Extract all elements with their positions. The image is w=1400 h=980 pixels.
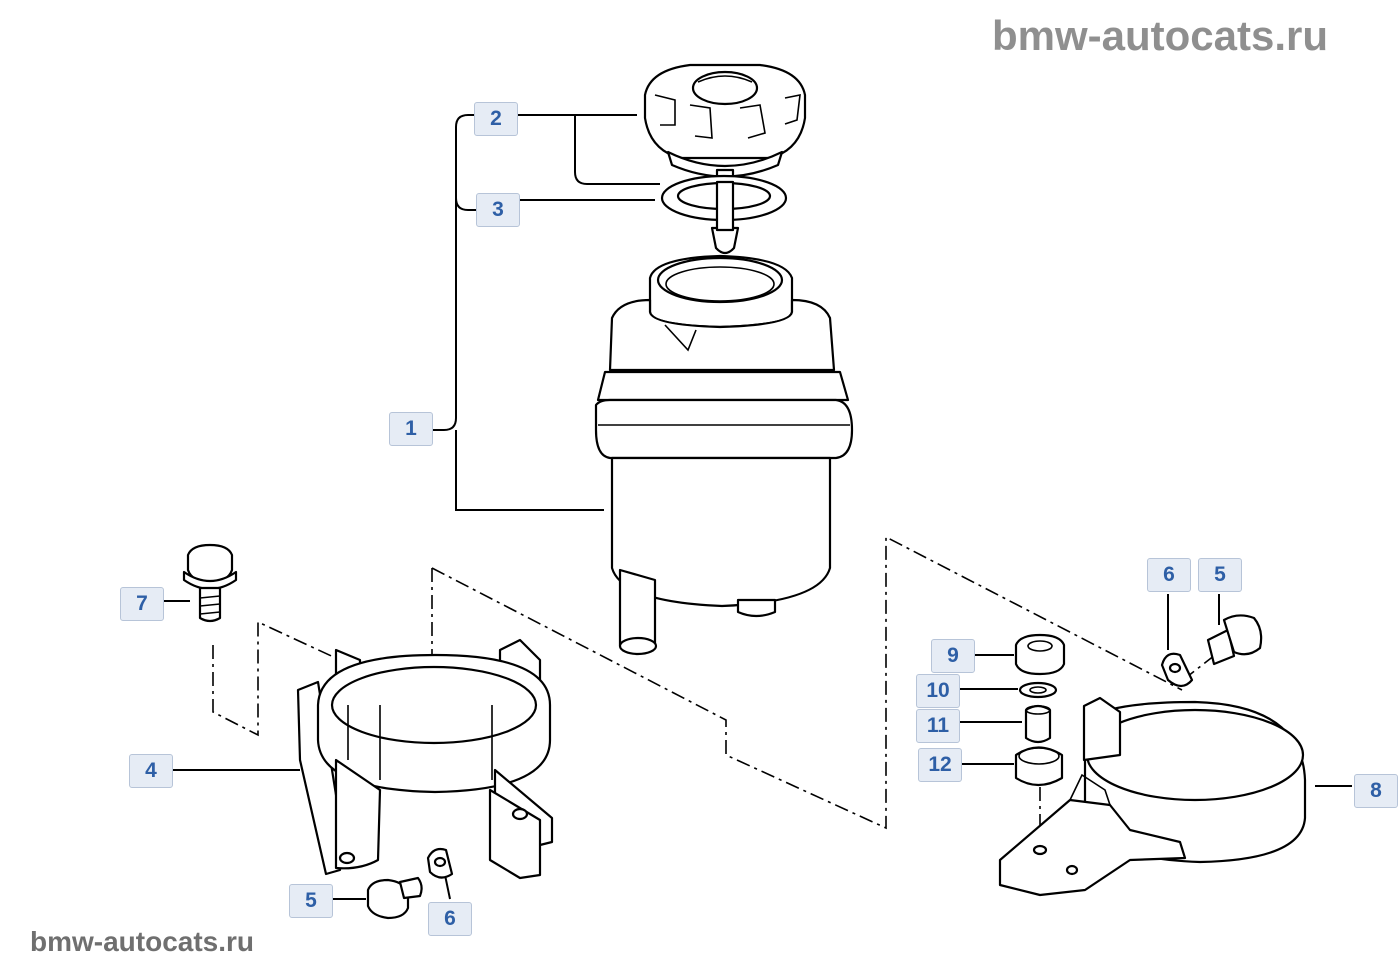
oil-reservoir[interactable] — [594, 254, 854, 656]
hex-bolt-7[interactable] — [182, 543, 238, 623]
holder-bracket-4[interactable] — [296, 638, 554, 880]
sealing-ring[interactable] — [660, 174, 788, 232]
callout-7[interactable]: 7 — [120, 587, 164, 621]
callout-12[interactable]: 12 — [918, 748, 962, 782]
callout-9[interactable]: 9 — [931, 639, 975, 673]
callout-6-right[interactable]: 6 — [1147, 558, 1191, 592]
callout-2[interactable]: 2 — [474, 102, 518, 136]
holder-bracket-8[interactable] — [998, 696, 1307, 897]
watermark-top: bmw-autocats.ru — [992, 12, 1329, 59]
callout-11[interactable]: 11 — [916, 709, 960, 743]
rubber-mount-12[interactable] — [1014, 746, 1064, 787]
reservoir-cap[interactable] — [643, 63, 807, 255]
callout-6-left[interactable]: 6 — [428, 902, 472, 936]
callout-5-right[interactable]: 5 — [1198, 558, 1242, 592]
callout-5-left[interactable]: 5 — [289, 884, 333, 918]
callout-4[interactable]: 4 — [129, 754, 173, 788]
watermark-bottom: bmw-autocats.ru — [30, 926, 255, 957]
leader-lines — [164, 114, 1352, 900]
callout-1[interactable]: 1 — [389, 412, 433, 446]
hex-bolt-5-left[interactable] — [366, 876, 423, 920]
hex-bolt-5-right[interactable] — [1206, 614, 1263, 666]
sleeve-11[interactable] — [1024, 704, 1052, 744]
callout-8[interactable]: 8 — [1354, 774, 1398, 808]
hex-nut-9[interactable] — [1014, 633, 1066, 676]
spring-washer-10[interactable] — [1018, 681, 1058, 699]
washer-6-right[interactable] — [1160, 652, 1194, 688]
washer-6-left[interactable] — [426, 847, 454, 879]
callout-3[interactable]: 3 — [476, 193, 520, 227]
callout-10[interactable]: 10 — [916, 674, 960, 708]
